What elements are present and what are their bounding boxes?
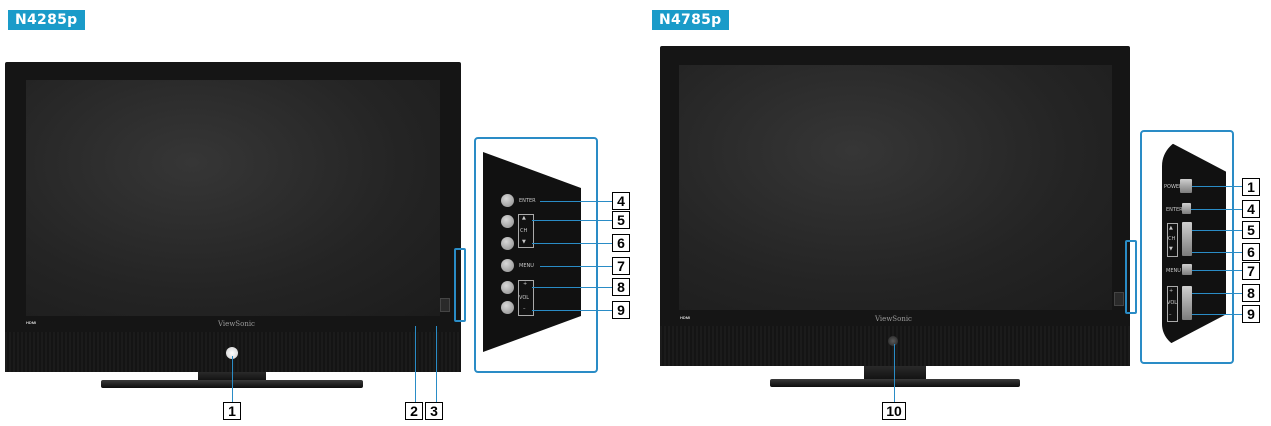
enter-label: ENTER [519, 198, 536, 204]
callout-line-4 [540, 201, 613, 202]
menu-label: MENU [519, 263, 534, 269]
callout-line-8 [532, 287, 613, 288]
ch-up-glyph: ▲ [1169, 225, 1173, 231]
hdmi-logo: HDMI [680, 315, 691, 320]
side-panel-bracket [1125, 240, 1137, 314]
callout-1: 1 [1242, 178, 1260, 196]
power-label: POWER [1164, 184, 1183, 190]
callout-line-5 [1192, 230, 1243, 231]
enter-button[interactable] [501, 194, 514, 207]
ch-up-glyph: ▲ [522, 215, 526, 221]
tv-screen [679, 65, 1112, 310]
ch-group [1167, 223, 1178, 257]
vol-label: VOL [519, 295, 530, 301]
callout-line-9 [1192, 314, 1243, 315]
side-panel-bracket [454, 248, 466, 322]
callout-3: 3 [425, 402, 443, 420]
side-button-strip [1114, 292, 1124, 306]
callout-8: 8 [1242, 284, 1260, 302]
hdmi-logo: HDMI [26, 320, 37, 325]
vol-up-glyph: + [523, 281, 528, 287]
callout-line-1 [232, 356, 233, 402]
callout-2: 2 [405, 402, 423, 420]
callout-line-10 [894, 344, 895, 402]
callout-line-7 [540, 266, 613, 267]
enter-button[interactable] [1182, 203, 1191, 214]
callout-line-8 [1192, 293, 1243, 294]
model-tag-n4285p: N4285p [8, 10, 85, 30]
enter-label: ENTER [1166, 207, 1183, 213]
callout-line-3 [436, 326, 437, 402]
vol-group [518, 280, 534, 316]
callout-line-4 [1191, 209, 1243, 210]
callout-4: 4 [1242, 200, 1260, 218]
side-button-strip [440, 298, 450, 312]
callout-6: 6 [612, 234, 630, 252]
callout-line-6 [532, 243, 613, 244]
tv-screen [26, 80, 440, 316]
menu-button[interactable] [501, 259, 514, 272]
brand-logo: ViewSonic [875, 315, 912, 323]
callout-line-1 [1192, 186, 1243, 187]
callout-line-5 [532, 220, 613, 221]
menu-button[interactable] [1182, 264, 1192, 275]
vol-button[interactable] [1182, 286, 1192, 320]
callout-6: 6 [1242, 243, 1260, 261]
vol-up-button[interactable] [501, 281, 514, 294]
ch-down-glyph: ▼ [522, 239, 526, 245]
callout-9: 9 [1242, 305, 1260, 323]
ch-group [518, 214, 534, 248]
callout-1: 1 [223, 402, 241, 420]
ch-label: CH [1168, 236, 1176, 242]
side-control-panel [483, 152, 581, 352]
stand-base [770, 379, 1020, 387]
vol-group [1167, 286, 1178, 322]
callout-4: 4 [612, 192, 630, 210]
callout-5: 5 [612, 211, 630, 229]
side-control-panel [1162, 138, 1226, 348]
callout-9: 9 [612, 301, 630, 319]
vol-down-button[interactable] [501, 301, 514, 314]
ch-down-glyph: ▼ [1169, 246, 1173, 252]
speaker-bar [660, 326, 1130, 366]
vol-down-glyph: – [523, 306, 526, 312]
ir-sensor [888, 336, 898, 346]
callout-line-7 [1192, 270, 1243, 271]
vol-up-glyph: + [1169, 288, 1174, 294]
menu-label: MENU [1166, 268, 1181, 274]
callout-8: 8 [612, 278, 630, 296]
vol-down-glyph: – [1169, 312, 1172, 318]
callout-7: 7 [1242, 262, 1260, 280]
callout-10: 10 [882, 402, 906, 420]
brand-logo: ViewSonic [218, 320, 255, 328]
ch-label: CH [520, 228, 528, 234]
ch-button[interactable] [1182, 222, 1192, 256]
power-indicator [226, 347, 238, 359]
ch-up-button[interactable] [501, 215, 514, 228]
callout-line-9 [532, 310, 613, 311]
callout-5: 5 [1242, 221, 1260, 239]
stand-neck [864, 366, 926, 380]
vol-label: VOL [1167, 300, 1178, 306]
callout-line-6 [1192, 252, 1243, 253]
power-button[interactable] [1180, 179, 1192, 193]
callout-7: 7 [612, 257, 630, 275]
ch-down-button[interactable] [501, 237, 514, 250]
callout-line-2 [415, 326, 416, 402]
model-tag-n4785p: N4785p [652, 10, 729, 30]
